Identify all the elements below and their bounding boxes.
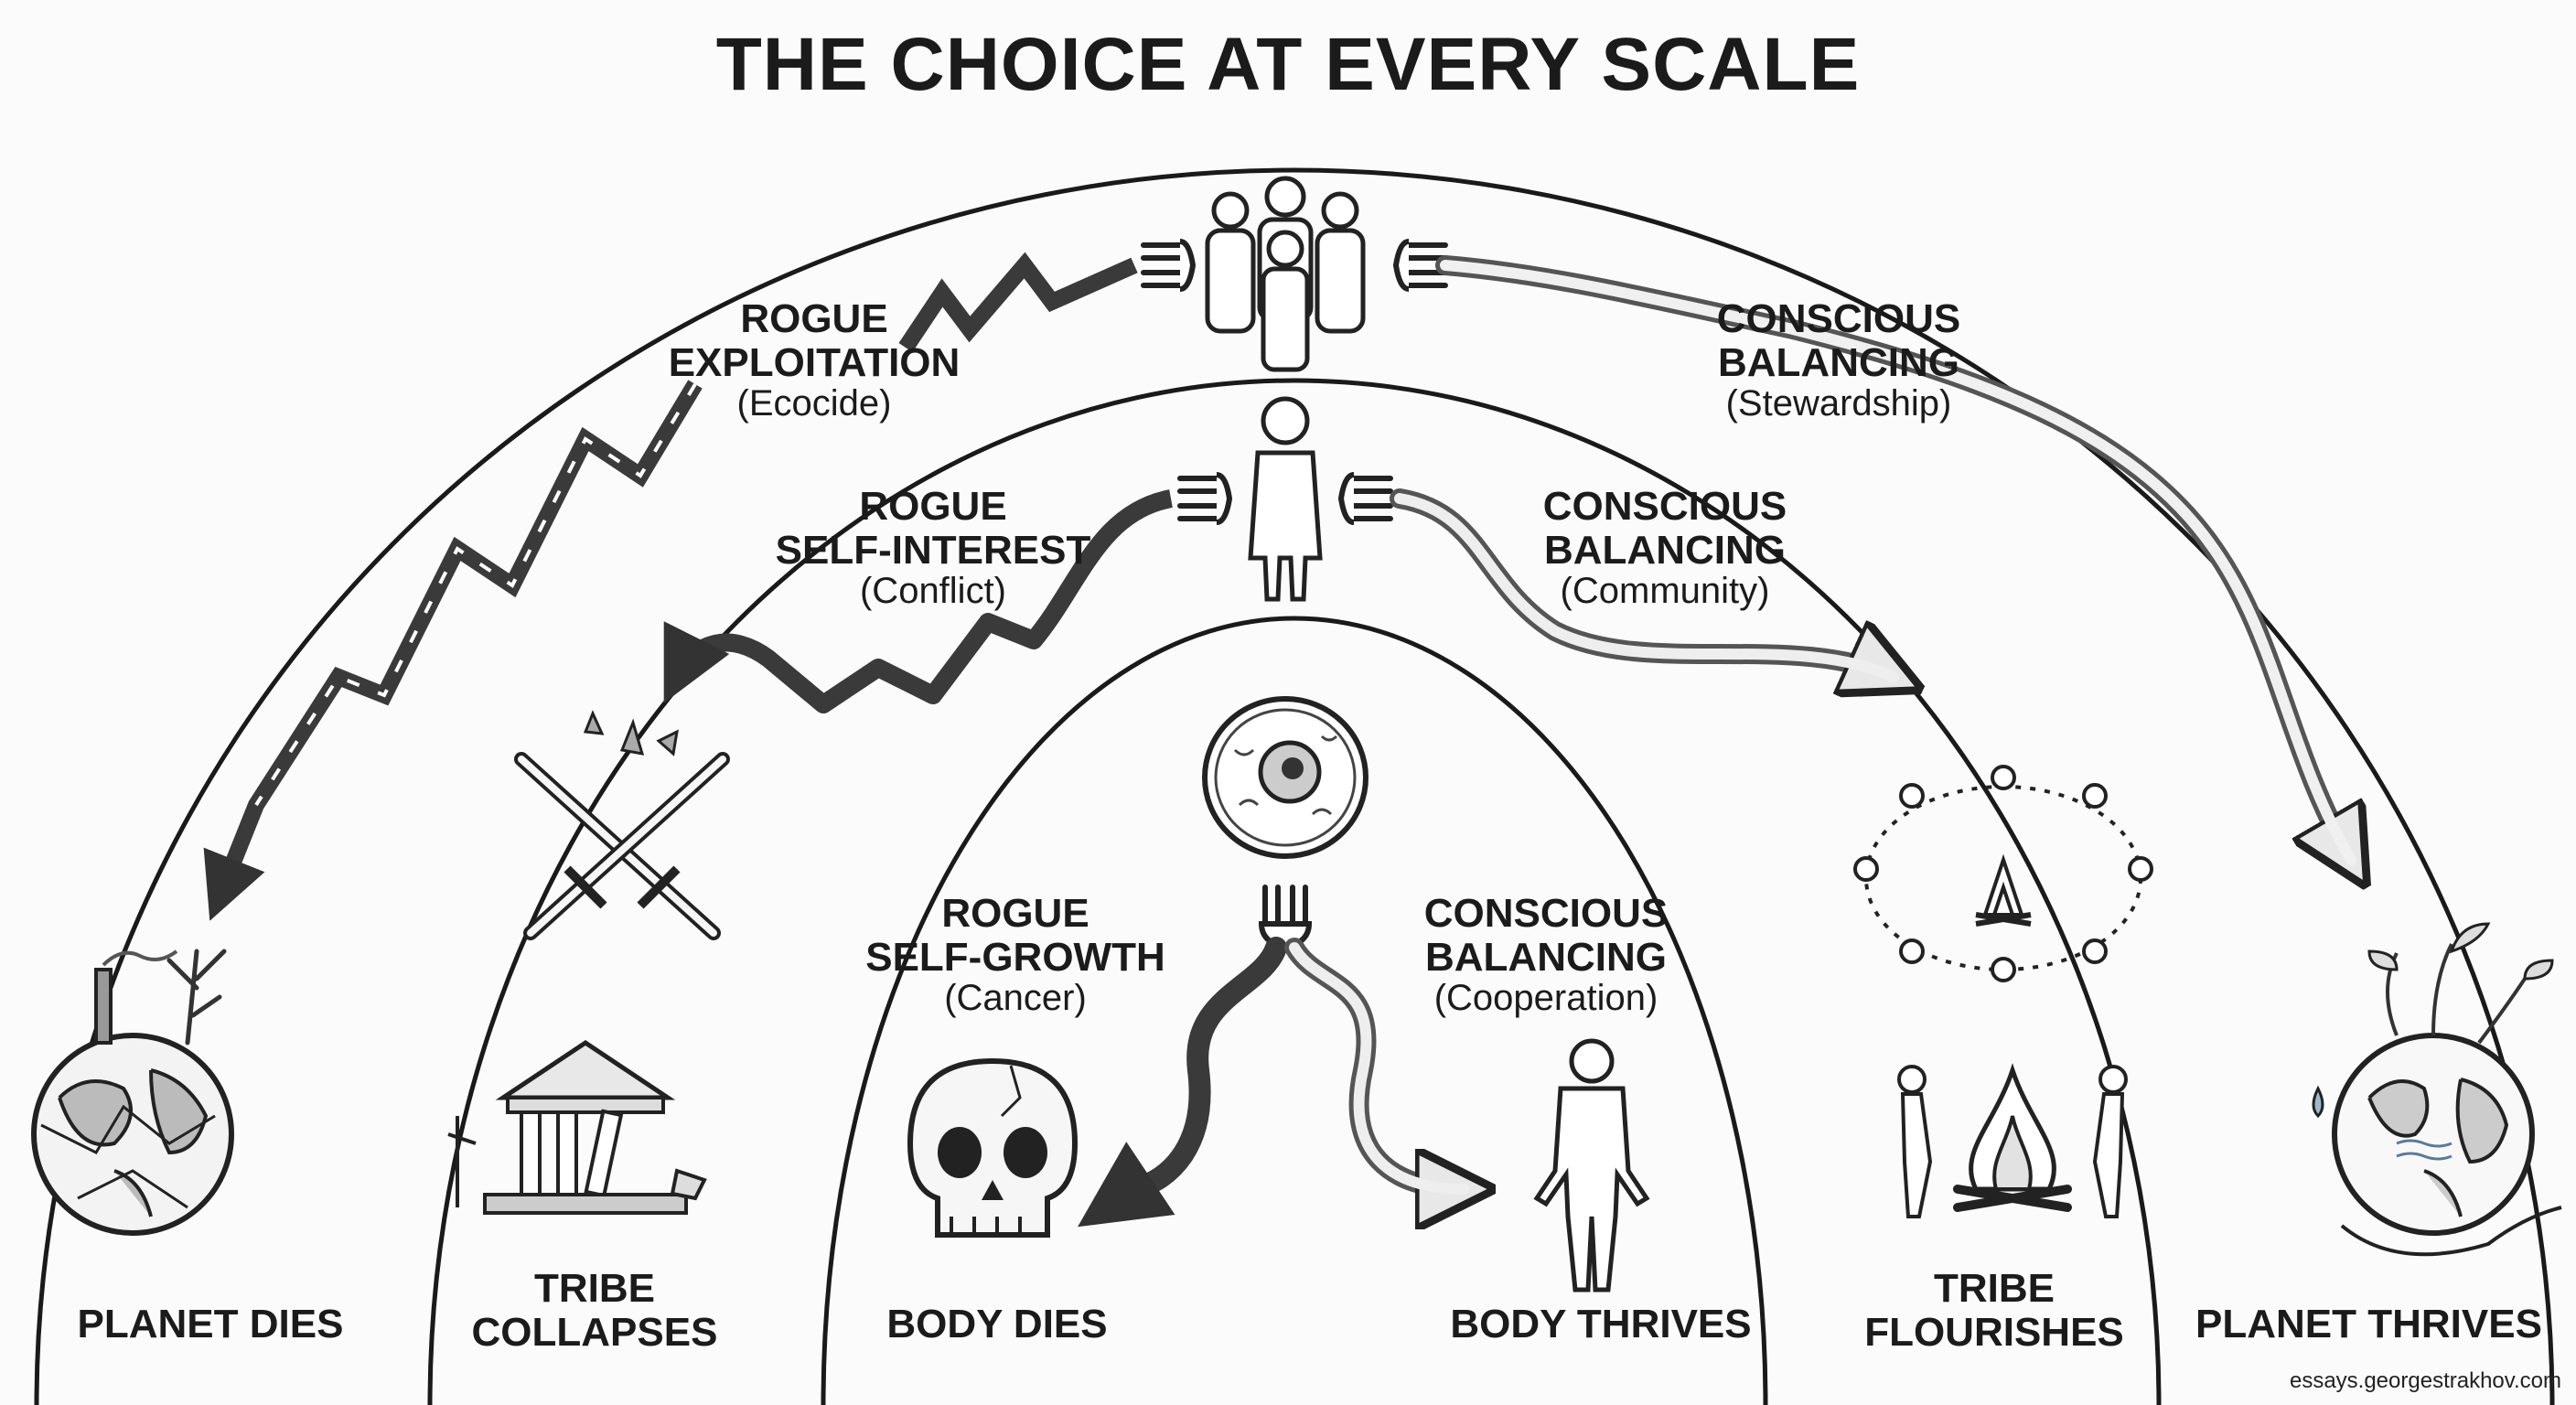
group-of-people-icon <box>1205 176 1366 372</box>
cell-icon <box>1202 696 1368 859</box>
fork-icon <box>1258 885 1313 951</box>
community-label: CONSCIOUS BALANCING (Community) <box>1500 485 1830 611</box>
outcome-planet-dies: PLANET DIES <box>77 1302 344 1346</box>
outcome-planet-thrives: PLANET THRIVES <box>2195 1302 2542 1346</box>
middle-arc <box>427 378 2162 1405</box>
outcome-tribe-collapses: TRIBE COLLAPSES <box>471 1266 718 1356</box>
thriving-planet-icon <box>2312 922 2562 1257</box>
community-heading: CONSCIOUS BALANCING <box>1542 484 1787 573</box>
cooperation-heading: CONSCIOUS BALANCING <box>1423 891 1669 980</box>
community-subtitle: (Community) <box>1560 571 1770 612</box>
healthy-body-icon <box>1533 1038 1650 1292</box>
rogue-self-interest-subtitle: (Conflict) <box>859 571 1007 612</box>
outcome-tribe-flourishes: TRIBE FLOURISHES <box>1864 1266 2124 1356</box>
rogue-self-growth-subtitle: (Cancer) <box>944 978 1087 1019</box>
rogue-self-interest-arrow <box>663 489 1174 713</box>
stewardship-label: CONSCIOUS BALANCING (Stewardship) <box>1656 297 2022 424</box>
inner-arc <box>821 616 1768 1405</box>
cooperation-label: CONSCIOUS BALANCING (Cooperation) <box>1390 892 1701 1018</box>
rogue-exploitation-label: ROGUE EXPLOITATION (Ecocide) <box>640 297 988 424</box>
fork-icon <box>1341 475 1390 522</box>
cooperation-subtitle: (Cooperation) <box>1433 978 1658 1019</box>
rogue-self-growth-label: ROGUE SELF-GROWTH (Cancer) <box>860 892 1171 1018</box>
broken-crossed-swords-icon <box>514 710 730 940</box>
rogue-self-growth-heading: ROGUE SELF-GROWTH <box>865 891 1165 980</box>
person-icon <box>1248 396 1323 602</box>
site-credit: essays.georgestrakhov.com <box>2289 1368 2561 1393</box>
stewardship-subtitle: (Stewardship) <box>1725 383 1952 424</box>
ruined-temple-icon <box>447 1039 707 1215</box>
fork-icon <box>1180 475 1229 522</box>
outcome-body-thrives: BODY THRIVES <box>1450 1302 1752 1346</box>
rogue-self-interest-heading: ROGUE SELF-INTEREST <box>775 484 1091 573</box>
rogue-exploitation-subtitle: (Ecocide) <box>736 383 892 424</box>
outer-arc <box>34 167 2555 1405</box>
rogue-self-growth-arrow <box>1078 937 1287 1228</box>
outcome-body-dies: BODY DIES <box>886 1302 1108 1346</box>
cracked-skull-icon <box>907 1057 1079 1238</box>
dying-planet-icon <box>31 949 234 1236</box>
campfire-people-icon <box>1897 1063 2128 1218</box>
diagram-title: THE CHOICE AT EVERY SCALE <box>715 23 1861 106</box>
rogue-self-interest-label: ROGUE SELF-INTEREST (Conflict) <box>768 485 1098 611</box>
rogue-exploitation-heading: ROGUE EXPLOITATION <box>668 296 961 385</box>
fork-icon <box>1143 241 1193 289</box>
dancing-circle-icon <box>1853 765 2153 982</box>
stewardship-heading: CONSCIOUS BALANCING <box>1716 296 1961 385</box>
